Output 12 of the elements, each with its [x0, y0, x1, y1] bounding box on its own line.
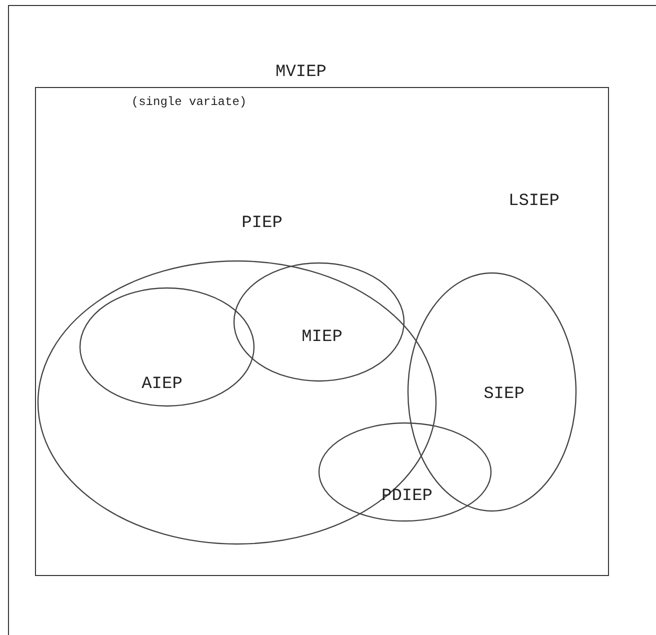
set-ellipse: [79, 287, 255, 407]
set-ellipse: [233, 262, 405, 382]
set-label: SIEP: [484, 385, 524, 405]
set-label: PIEP: [242, 214, 282, 234]
set-label: LSIEP: [508, 192, 560, 212]
set-rectangle: [35, 87, 609, 576]
set-label: AIEP: [142, 375, 182, 395]
set-label: MVIEP: [276, 63, 326, 83]
set-ellipse: [318, 422, 492, 522]
note-text: (single variate): [131, 95, 247, 109]
outer-frame: [8, 5, 656, 635]
set-label: MIEP: [302, 328, 342, 348]
